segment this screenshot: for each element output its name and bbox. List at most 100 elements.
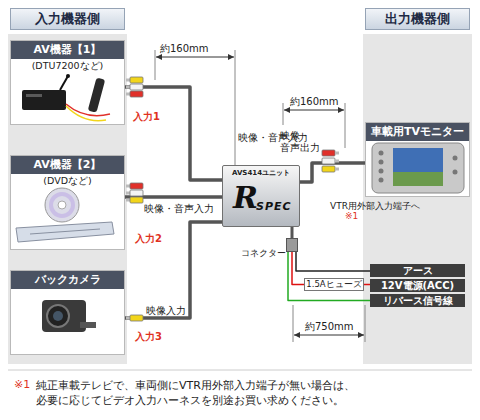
remote-control bbox=[88, 78, 105, 113]
fuse-box: 1.5Aヒューズ bbox=[304, 278, 364, 291]
wire-terminal-bar: アース bbox=[370, 264, 465, 277]
connector-label: コネクター bbox=[241, 247, 286, 260]
extension-line bbox=[293, 305, 294, 342]
note-mark: ※1 bbox=[345, 211, 358, 221]
wire-name: 12V電源(ACC) bbox=[381, 279, 454, 293]
tuner-antenna bbox=[60, 76, 68, 90]
device-name: AV機器【2】 bbox=[11, 156, 124, 174]
device-name: AV機器【1】 bbox=[11, 41, 124, 59]
tv-frame bbox=[372, 143, 464, 193]
device-panel: 車載用TVモニター bbox=[365, 122, 470, 197]
wire-terminal-bar: 12V電源(ACC) bbox=[370, 279, 465, 292]
disc-sheen bbox=[51, 194, 73, 216]
tuner-cable bbox=[66, 104, 110, 116]
wire-name: アース bbox=[403, 264, 433, 278]
logo-letter: R bbox=[233, 180, 258, 215]
rca-plug bbox=[130, 91, 143, 97]
signal-label: 映像入力 bbox=[146, 304, 186, 318]
ground-wire bbox=[296, 252, 370, 271]
column-heading: 入力機器側 bbox=[35, 10, 100, 28]
rca-plug bbox=[322, 166, 335, 172]
rca-plug bbox=[322, 150, 335, 156]
input-label: 入力1 bbox=[133, 110, 160, 124]
output-column-band bbox=[363, 34, 472, 364]
harness-cable bbox=[291, 227, 294, 238]
terminal-note: VTR用外部入力端子へ bbox=[330, 200, 420, 213]
dimension-line bbox=[156, 57, 234, 58]
plug-tip bbox=[126, 79, 130, 82]
rca-plug bbox=[130, 190, 143, 196]
camera-bracket bbox=[80, 322, 96, 328]
tv-screen bbox=[393, 148, 443, 186]
signal-label: 映像・ 音声出力 bbox=[280, 130, 324, 154]
dimension-label: 約750mm bbox=[305, 320, 354, 334]
tv-button bbox=[379, 169, 384, 174]
plug-tip bbox=[126, 185, 130, 188]
unit-box: AVS414ユニット RSPEC bbox=[222, 165, 300, 227]
rca-plug bbox=[322, 158, 335, 164]
plug-tip bbox=[126, 317, 130, 320]
unit-name: AVS414ユニット bbox=[223, 168, 299, 178]
extension-line bbox=[235, 50, 236, 165]
device-panel: AV機器【1】(DTU7200など) bbox=[10, 40, 125, 125]
wire-terminal-bar: リバース信号線 bbox=[370, 294, 465, 307]
tuner-cable bbox=[66, 106, 106, 121]
dvd-player bbox=[16, 222, 114, 242]
disc-hole bbox=[58, 201, 66, 209]
disc-slot bbox=[30, 229, 100, 234]
wire-name: リバース信号線 bbox=[383, 294, 453, 308]
tv-button bbox=[379, 160, 384, 165]
device-note: (DVDなど) bbox=[11, 175, 124, 188]
rca-plug bbox=[130, 315, 143, 321]
column-heading: 出力機器側 bbox=[385, 10, 450, 28]
plug-tip bbox=[335, 152, 339, 155]
connector-block: コネクター bbox=[286, 238, 298, 252]
extension-line bbox=[283, 103, 284, 125]
plug-tip bbox=[126, 93, 130, 96]
camera-lens bbox=[47, 305, 69, 327]
column-header: 入力機器側 bbox=[10, 8, 125, 30]
footnote: 純正車載テレビで、車両側にVTR用外部入力端子が無い場合は、 必要に応じてビデオ… bbox=[36, 378, 466, 408]
fuse-rating: 1.5Aヒューズ bbox=[306, 279, 361, 291]
tv-button bbox=[379, 178, 384, 183]
antenna-tip bbox=[66, 74, 70, 78]
signal-label: 映像・音声入力 bbox=[238, 131, 308, 145]
tv-button bbox=[453, 156, 458, 161]
rca-plug bbox=[130, 183, 143, 189]
signal-label: 映像・音声入力 bbox=[144, 203, 214, 216]
plug-tip bbox=[335, 168, 339, 171]
tuner-body bbox=[22, 90, 66, 110]
dvd-disc bbox=[45, 188, 79, 222]
device-panel: AV機器【2】(DVDなど) bbox=[10, 155, 125, 250]
footnote-rule bbox=[8, 370, 472, 371]
av-cable bbox=[125, 87, 222, 180]
av-cable bbox=[125, 222, 222, 318]
power-wire bbox=[292, 252, 304, 285]
rca-plug bbox=[130, 197, 143, 203]
note-mark: ※1 bbox=[14, 378, 30, 391]
plug-tip bbox=[126, 86, 130, 89]
av-cable bbox=[300, 163, 365, 182]
input-label: 入力2 bbox=[135, 232, 162, 246]
screen-scene bbox=[393, 172, 443, 186]
input-label: 入力3 bbox=[135, 330, 162, 344]
extension-line bbox=[345, 103, 346, 148]
device-note: (DTU7200など) bbox=[11, 60, 124, 73]
device-name: バックカメラ bbox=[11, 271, 124, 289]
av-cable bbox=[125, 195, 222, 199]
rca-plug bbox=[130, 77, 143, 83]
device-name: 車載用TVモニター bbox=[366, 123, 469, 141]
dimension-line bbox=[294, 335, 364, 336]
column-header: 出力機器側 bbox=[365, 8, 470, 30]
dimension-label: 約160mm bbox=[160, 42, 209, 56]
logo-text: SPEC bbox=[256, 200, 292, 213]
plug-tip bbox=[126, 199, 130, 202]
lens-glass bbox=[53, 311, 63, 321]
reverse-wire bbox=[288, 252, 370, 301]
extension-line bbox=[365, 305, 366, 342]
plug-tip bbox=[335, 160, 339, 163]
input-column-band bbox=[8, 34, 127, 364]
camera-body bbox=[42, 300, 86, 332]
